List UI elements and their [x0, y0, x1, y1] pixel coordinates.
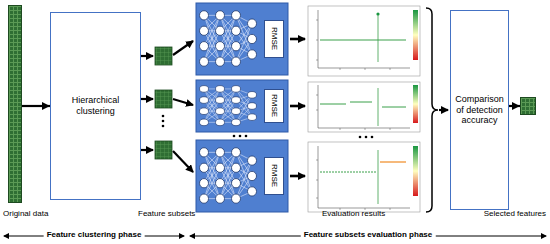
signal-spike — [378, 150, 379, 204]
dot — [371, 136, 374, 139]
box-label: Comparison of detection accuracy — [455, 94, 504, 126]
data-block: Original data — [8, 5, 22, 203]
process-box: Hierarchical clustering — [50, 12, 141, 200]
rmse-box: RMSE — [264, 157, 284, 195]
color-bar — [413, 146, 418, 196]
dot — [245, 135, 248, 138]
result-chart — [308, 82, 420, 132]
metric-label: RMSE — [270, 27, 278, 50]
result-chart — [308, 142, 420, 212]
rmse-box: RMSE — [264, 20, 284, 58]
chart-frame — [308, 6, 420, 76]
color-bar — [413, 85, 418, 123]
caption: Original data — [3, 210, 48, 219]
flow-arrow — [22, 105, 50, 107]
neural-network — [200, 11, 257, 67]
stage-label: Feature subsets — [138, 210, 195, 219]
network-block — [196, 3, 288, 75]
metric-label: RMSE — [270, 94, 278, 117]
chart-axes — [318, 146, 410, 208]
signal-line — [320, 102, 406, 107]
dot — [359, 136, 362, 139]
stage-label: Evaluation results — [322, 210, 385, 219]
arrow — [173, 151, 193, 172]
neural-networks — [196, 3, 288, 212]
arrow — [439, 109, 448, 111]
arrow — [173, 99, 193, 105]
network-block — [196, 140, 288, 212]
feature-subset — [155, 90, 172, 108]
metric-label: RMSE — [270, 164, 278, 187]
result-chart — [308, 6, 420, 76]
chart-frame — [308, 142, 420, 212]
box-label: Hierarchical clustering — [55, 95, 136, 117]
data-block: Selected features — [520, 97, 536, 115]
caption: Selected features — [484, 210, 546, 219]
dot — [239, 135, 242, 138]
signal-line — [320, 172, 376, 173]
color-bar — [413, 10, 418, 60]
dot — [365, 136, 368, 139]
signal-spike — [378, 14, 379, 62]
signal-line — [320, 40, 406, 41]
signal-line — [380, 161, 406, 162]
network-block — [196, 80, 288, 132]
arrow — [290, 175, 305, 178]
phase-label: Feature clustering phase — [44, 231, 145, 240]
axis-ticks — [316, 160, 390, 210]
network-arrows — [173, 41, 193, 172]
rmse-box: RMSE — [264, 89, 284, 123]
dot — [162, 125, 165, 128]
arrow — [141, 55, 153, 57]
anomaly-point — [376, 12, 379, 15]
arrow — [141, 149, 153, 151]
feature-subset — [155, 47, 172, 65]
axis-ticks — [316, 95, 390, 130]
arrow — [173, 41, 193, 55]
feature-subset — [155, 141, 172, 159]
chart-frame — [308, 82, 420, 132]
arrow — [290, 38, 305, 41]
arrow — [290, 105, 305, 108]
signal-spike — [378, 88, 379, 126]
dot — [162, 120, 165, 123]
dot — [162, 115, 165, 118]
axis-ticks — [316, 20, 390, 70]
brace — [426, 8, 438, 212]
chart-axes — [318, 10, 410, 68]
chart-axes — [318, 85, 410, 128]
arrow — [141, 98, 153, 100]
neural-network — [200, 86, 257, 126]
feature-subsets — [155, 47, 172, 159]
neural-network — [200, 148, 257, 204]
result-arrows — [290, 39, 305, 176]
flow-arrow — [509, 105, 520, 107]
process-box: Comparison of detection accuracy — [450, 10, 509, 210]
subset-arrows — [141, 56, 153, 150]
phase-label: Feature subsets evaluation phase — [301, 231, 436, 240]
dot — [233, 135, 236, 138]
